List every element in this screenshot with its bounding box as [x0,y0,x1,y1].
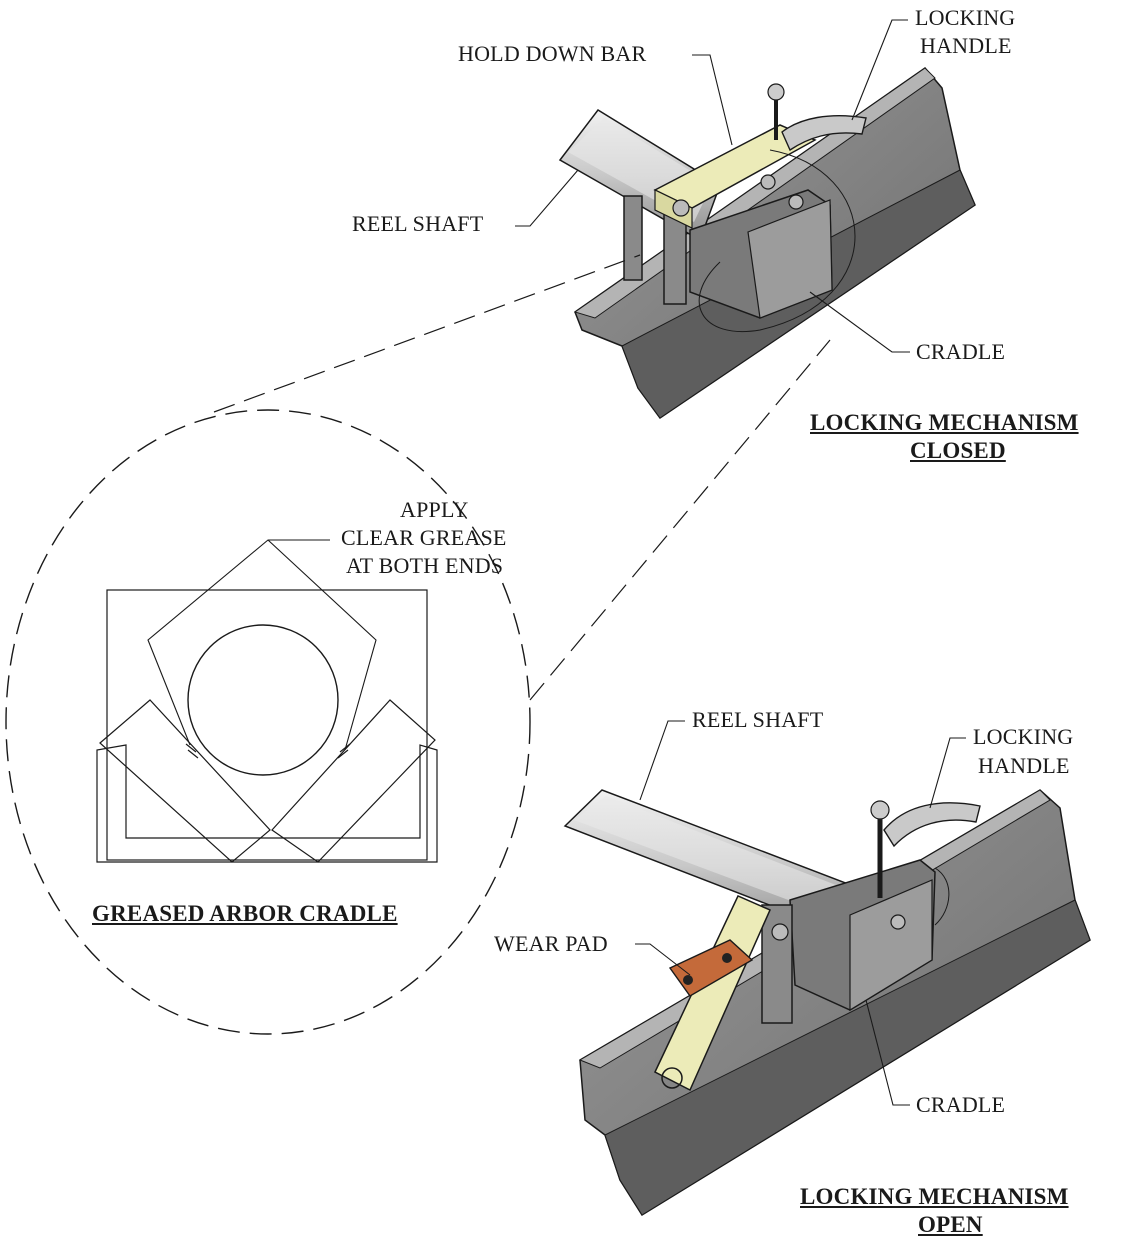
bolt-bottom-a [771,923,789,941]
side-plate-bottom [761,904,793,1024]
label-apply-l1: APPLY [400,497,469,522]
leader-cradle-bottom [865,999,910,1106]
label-locking-handle-top-l1: LOCKING [915,5,1016,30]
label-locking-handle-top-l2: HANDLE [920,33,1012,58]
locking-handle-bottom-shape [883,802,981,848]
leader-reel-shaft-top [515,169,579,227]
label-hold-down-bar: HOLD DOWN BAR [458,41,647,66]
detail-pad-left [99,699,271,863]
screw-knob-top [767,83,785,101]
wear-pad-bolt-a [683,975,693,985]
label-cradle-bottom: CRADLE [916,1092,1006,1117]
side-plate-top-a [623,195,643,281]
reel-shaft-bottom-band [574,796,880,926]
bolt-top-b [788,194,804,210]
leader-reel-shaft-bottom [639,720,685,801]
screw-knob-bottom [870,800,890,820]
bolt-top-c [760,174,776,190]
detail-housing [106,589,428,861]
title-greased-arbor-cradle: GREASED ARBOR CRADLE [92,901,398,926]
locking-handle-top-shape [781,115,867,152]
title-open-l1: LOCKING MECHANISM [800,1184,1069,1209]
pin-ring-bottom [661,1067,683,1089]
leader-hold-down-bar [692,54,733,146]
leaders [515,19,966,1106]
label-cradle-top: CRADLE [916,339,1006,364]
bolt-bottom-b [890,914,906,930]
title-open-l2: OPEN [918,1212,983,1237]
detail-pad-right [271,699,436,863]
label-apply-l2: CLEAR GREASE [341,525,507,550]
leader-locking-handle-top [851,19,908,121]
detail-circle [5,409,531,1035]
cradle-bottom-front [849,879,933,1012]
label-reel-shaft-bottom: REEL SHAFT [692,707,824,732]
open-assembly [563,789,1091,1217]
projection-line-b [529,339,831,701]
label-apply-l3: AT BOTH ENDS [346,553,504,578]
title-closed-l2: CLOSED [910,438,1006,463]
label-locking-handle-bottom-l1: LOCKING [973,724,1074,749]
closed-assembly [558,66,976,420]
bolt-top-a [672,199,690,217]
label-wear-pad: WEAR PAD [494,931,608,956]
cradle-top-front [747,199,833,319]
label-reel-shaft-top: REEL SHAFT [352,211,484,236]
title-closed-l1: LOCKING MECHANISM [810,410,1079,435]
detail-channel [96,744,438,863]
rail-bottom-side [604,899,1091,1216]
leader-wear-pad [635,943,691,976]
grease-left [185,743,199,759]
apply-leader [147,539,377,751]
leader-locking-handle-bottom [929,737,966,809]
leader-cradle-top [809,291,910,353]
projection-line-a [213,254,641,413]
detail-shaft [187,624,339,776]
label-locking-handle-bottom-l2: HANDLE [978,753,1070,778]
wire-top [698,149,856,332]
wire-bottom [934,867,950,926]
wear-pad-bolt-b [722,953,732,963]
detail-callout [5,254,831,1035]
